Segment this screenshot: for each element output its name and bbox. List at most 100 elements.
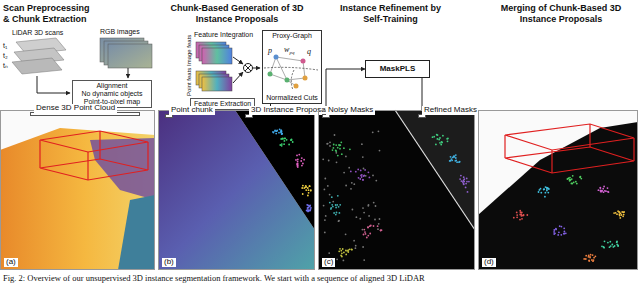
point-dot — [454, 156, 456, 158]
graph-vertex — [294, 84, 299, 89]
point-dot — [617, 245, 619, 247]
node-text: Normalized Cuts — [266, 94, 318, 102]
flow-line — [37, 76, 70, 93]
point-dot — [336, 212, 338, 214]
node-text: No dynamic objects — [81, 90, 142, 98]
point-group — [272, 128, 625, 262]
point-dot — [622, 211, 624, 213]
point-dot — [367, 205, 369, 207]
point-dot — [585, 255, 587, 257]
point-dot — [349, 148, 351, 150]
point-dot — [538, 191, 540, 193]
point-dot — [324, 219, 326, 221]
graph-edge — [270, 57, 305, 86]
point-dot — [336, 204, 338, 206]
point-dot — [563, 227, 565, 229]
time-label: t₁ — [3, 42, 7, 50]
point-dot — [333, 147, 335, 149]
point-dot — [373, 225, 375, 227]
point-dot — [335, 150, 337, 152]
point-dot — [363, 234, 365, 236]
point-dot — [519, 219, 521, 221]
split-line — [395, 110, 475, 230]
point-cloud — [118, 195, 155, 270]
panel-label: 3D Instance Proposals — [245, 114, 253, 118]
point-dot — [332, 149, 334, 151]
section-heading: Chunk-Based Generation of 3D Instance Pr… — [168, 3, 306, 25]
point-dot — [325, 215, 327, 217]
point-dot — [380, 230, 382, 232]
point-dot — [306, 210, 308, 212]
point-dot — [337, 195, 339, 197]
point-dot — [603, 186, 605, 188]
image-panel: (a)Dense 3D Point Cloud — [0, 110, 155, 270]
point-dot — [361, 176, 363, 178]
point-dot — [618, 211, 620, 213]
point-dot — [622, 215, 624, 217]
point-dot — [548, 188, 550, 190]
flow-line — [128, 68, 129, 78]
point-dot — [355, 171, 357, 173]
point-dot — [367, 235, 369, 237]
point-dot — [602, 188, 604, 190]
point-dot — [353, 183, 355, 185]
point-dot — [441, 141, 443, 143]
point-dot — [295, 159, 297, 161]
point-dot — [341, 252, 343, 254]
point-dot — [281, 130, 283, 132]
point-dot — [288, 144, 290, 146]
point-dot — [381, 229, 383, 231]
point-dot — [282, 138, 284, 140]
point-dot — [560, 234, 562, 236]
point-dot — [592, 254, 594, 256]
point-dot — [339, 248, 341, 250]
point-dot — [298, 154, 300, 156]
point-dot — [369, 177, 371, 179]
point-dot — [332, 201, 334, 203]
point-dot — [520, 213, 522, 215]
point-dot — [310, 207, 312, 209]
point-dot — [310, 190, 312, 192]
bounding-box — [40, 131, 148, 152]
point-dot — [329, 141, 331, 143]
time-label: t₂ — [3, 52, 8, 60]
point-dot — [280, 131, 282, 133]
bounding-box — [40, 159, 148, 180]
point-dot — [322, 158, 324, 160]
point-dot — [454, 160, 456, 162]
panel-ground — [0, 110, 155, 270]
point-dot — [309, 205, 311, 207]
point-dot — [547, 192, 549, 194]
point-dot — [601, 190, 603, 192]
point-dot — [591, 259, 593, 261]
point-dot — [571, 183, 573, 185]
point-dot — [307, 210, 309, 212]
point-dot — [613, 246, 615, 248]
point-dot — [355, 245, 357, 247]
point-dot — [603, 191, 605, 193]
point-dot — [335, 144, 337, 146]
rgb-image — [108, 44, 152, 68]
point-dot — [619, 217, 621, 219]
point-dot — [583, 258, 585, 260]
point-dot — [345, 156, 347, 158]
point-dot — [281, 133, 283, 135]
point-dot — [362, 229, 364, 231]
point-dot — [573, 182, 575, 184]
point-dot — [329, 145, 331, 147]
point-dot — [345, 185, 347, 187]
image-panel: (b)Point chunk3D Instance Proposals — [158, 110, 315, 270]
point-dot — [363, 259, 365, 261]
point-dot — [615, 212, 617, 214]
point-dot — [297, 159, 299, 161]
point-dot — [336, 258, 338, 260]
point-dot — [335, 214, 337, 216]
point-dot — [451, 158, 453, 160]
point-dot — [588, 260, 590, 262]
point-dot — [337, 155, 339, 157]
point-dot — [437, 134, 439, 136]
point-dot — [360, 174, 362, 176]
section-heading: Instance Refinement by Self-Training — [338, 3, 443, 25]
point-dot — [362, 207, 364, 209]
point-dot — [365, 233, 367, 235]
